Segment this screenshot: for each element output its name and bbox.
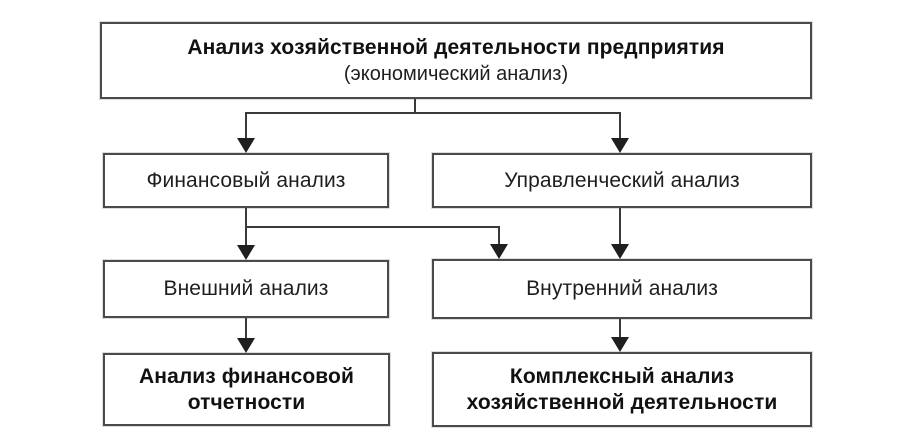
node-complex-line1: Комплексный анализ <box>509 364 735 388</box>
connector-financial-external <box>245 226 247 248</box>
connector-financial-branch <box>245 226 500 228</box>
node-root: Анализ хозяйственной деятельности предпр… <box>100 22 812 99</box>
connector-managerial-internal <box>619 208 621 246</box>
arrowhead-managerial <box>611 138 629 153</box>
node-managerial-label: Управленческий анализ <box>504 168 740 192</box>
node-internal: Внутренний анализ <box>432 259 812 319</box>
connector-internal-complex <box>619 319 621 339</box>
connector-external-reporting <box>245 318 247 340</box>
connector-root-branch <box>245 112 621 114</box>
node-financial: Финансовый анализ <box>103 153 389 208</box>
node-root-subtitle: (экономический анализ) <box>343 62 569 85</box>
node-reporting: Анализ финансовой отчетности <box>103 353 390 426</box>
connector-root-managerial <box>619 112 621 140</box>
node-internal-label: Внутренний анализ <box>526 277 718 300</box>
arrowhead-complex <box>611 337 629 352</box>
node-reporting-line1: Анализ финансовой <box>139 364 354 388</box>
arrowhead-financial <box>237 138 255 153</box>
arrowhead-external <box>237 245 255 260</box>
node-complex: Комплексный анализ хозяйственной деятель… <box>432 352 812 427</box>
connector-root-financial <box>245 112 247 140</box>
node-external: Внешний анализ <box>103 260 389 318</box>
node-reporting-line2: отчетности <box>187 390 306 414</box>
arrowhead-internal-left <box>490 244 508 259</box>
node-managerial: Управленческий анализ <box>432 153 812 208</box>
node-external-label: Внешний анализ <box>163 277 329 300</box>
arrowhead-reporting <box>237 338 255 353</box>
connector-financial-stub <box>245 208 247 228</box>
arrowhead-internal-right <box>611 244 629 259</box>
node-financial-label: Финансовый анализ <box>146 168 346 192</box>
connector-financial-internal <box>498 226 500 246</box>
node-root-title: Анализ хозяйственной деятельности предпр… <box>187 35 725 59</box>
node-complex-line2: хозяйственной деятельности <box>466 390 778 414</box>
connector-root-stub <box>414 99 416 114</box>
